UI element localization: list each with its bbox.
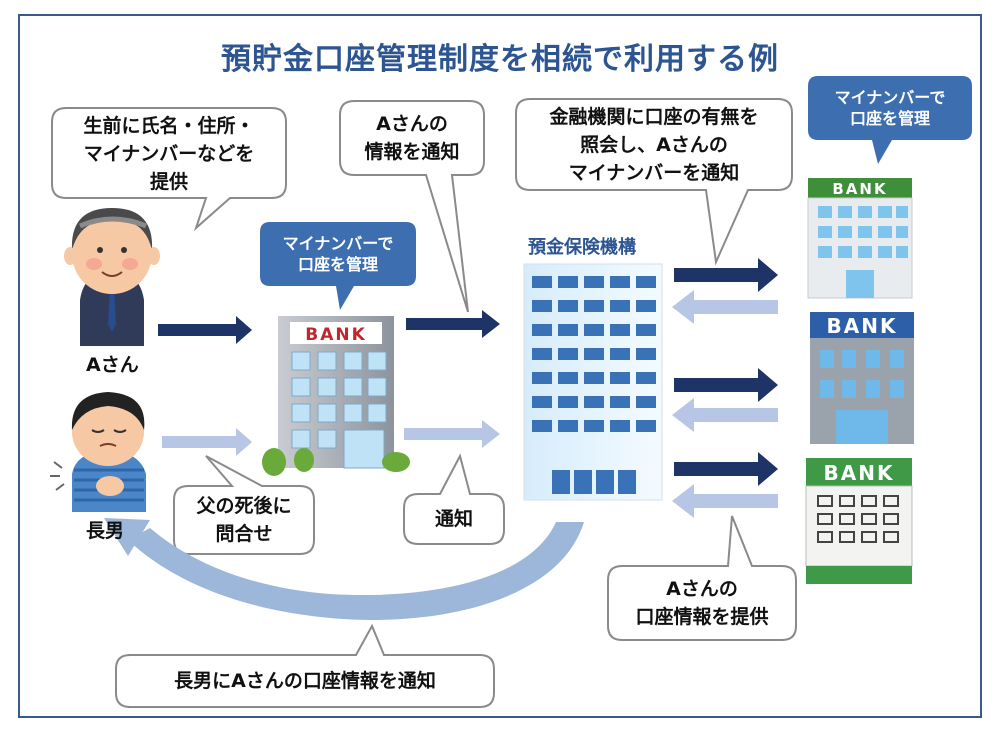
deposit-insurance-building: [523, 263, 663, 501]
bubble-inquire-line-3: マイナンバーを通知: [568, 162, 740, 184]
bank-sign-right-1: BANK: [832, 180, 887, 198]
bubble-notify-son-shape: [115, 623, 495, 708]
arrow-bank-to-insurance-light: [404, 420, 500, 448]
bubble-inquiry-line-1: 父の死後に: [196, 495, 292, 517]
bubble-inquire-text: 金融機関に口座の有無を 照会し、Aさんの マイナンバーを通知: [516, 103, 792, 187]
bubble-provide-account-line-1: Aさんの: [666, 578, 738, 600]
bubble-notify-son-text: 長男にAさんの口座情報を通知: [116, 667, 494, 695]
bubble-provide-text: 生前に氏名・住所・ マイナンバーなどを 提供: [52, 112, 286, 196]
bubble-inquire-line-2: 照会し、Aさんの: [580, 134, 728, 156]
bubble-provide-shape: [51, 107, 287, 232]
bubble-inquire-line-1: 金融機関に口座の有無を: [549, 106, 759, 128]
bank-building-right-3: [805, 458, 913, 584]
curved-arrow-to-son: [104, 518, 584, 620]
blue-bubble-bank-text: マイナンバーで 口座を管理: [260, 233, 416, 275]
bubble-inquiry-after-death-shape: [173, 455, 315, 555]
bank-sign-center: BANK: [305, 325, 367, 345]
person-a-illustration: [64, 208, 160, 346]
blue-bubble-right-line-1: マイナンバーで: [834, 88, 946, 107]
bubble-notify-shape: [403, 453, 505, 545]
bubble-inquire-shape: [515, 98, 793, 266]
bubble-notify-line-1: 通知: [434, 508, 473, 530]
blue-bubble-bank-line-1: マイナンバーで: [282, 234, 394, 253]
arrow-bank-to-insurance: [406, 310, 500, 338]
bubble-notify-info-line-2: 情報を通知: [364, 141, 460, 163]
bubble-provide-line-1: 生前に氏名・住所・: [83, 115, 255, 137]
bank-sign-right-2: BANK: [827, 314, 898, 338]
bubble-provide-account-text: Aさんの 口座情報を提供: [608, 575, 796, 631]
bubble-provide-account-line-2: 口座情報を提供: [635, 606, 769, 628]
blue-bubble-right-text: マイナンバーで 口座を管理: [808, 87, 972, 129]
diagram-title: 預貯金口座管理制度を相続で利用する例: [221, 42, 779, 77]
bank-sign-right-3: BANK: [824, 461, 895, 485]
blue-bubble-right-line-2: 口座を管理: [849, 109, 930, 128]
arrow-son-to-bank: [162, 428, 252, 456]
bubble-notify-text: 通知: [404, 505, 504, 533]
bubble-notify-info-line-1: Aさんの: [376, 113, 448, 135]
blue-bubble-right-shape: [808, 76, 972, 164]
arrows-insurance-banks: [672, 258, 778, 518]
bubble-notify-info-text: Aさんの 情報を通知: [340, 110, 484, 166]
bubble-provide-account-shape: [607, 515, 797, 641]
blue-bubble-bank-line-2: 口座を管理: [297, 255, 378, 274]
eldest-son-illustration: [50, 392, 146, 512]
eldest-son-label: 長男: [86, 520, 125, 542]
bubble-provide-line-3: 提供: [149, 171, 188, 193]
bubble-notify-son-line-1: 長男にAさんの口座情報を通知: [174, 670, 436, 692]
bubble-provide-line-2: マイナンバーなどを: [83, 143, 255, 165]
arrow-a-to-bank: [158, 316, 252, 344]
bubble-notify-info-shape: [339, 100, 485, 313]
bank-building-center: [262, 316, 410, 476]
bank-building-right-2: [810, 312, 914, 444]
frame-border: [18, 14, 982, 718]
deposit-insurance-label: 預金保険機構: [528, 237, 636, 258]
blue-bubble-bank-shape: [260, 222, 416, 310]
bubble-inquiry-after-death-text: 父の死後に 問合せ: [174, 492, 314, 548]
bank-building-right-1: [807, 178, 913, 299]
person-a-label: Aさん: [86, 354, 139, 376]
bubble-inquiry-line-2: 問合せ: [215, 523, 273, 545]
